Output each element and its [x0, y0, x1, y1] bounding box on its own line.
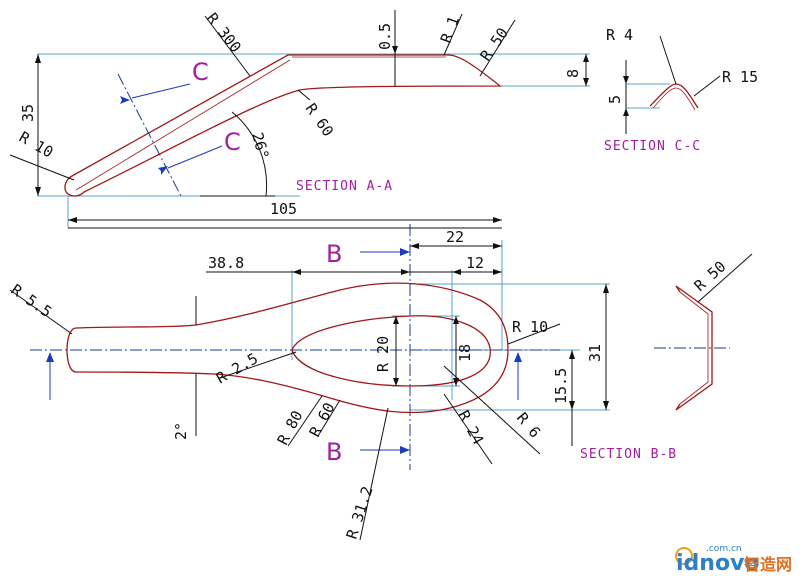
dim-26deg: 26°: [248, 130, 272, 161]
dim-35: 35: [19, 104, 37, 122]
plan-view: 22 38.8 12 B B R 5.5 R 10 R 20 18 15.5 3…: [8, 224, 610, 541]
dim-r60-plan: R 60: [306, 400, 339, 440]
dim-r15: R 15: [722, 68, 758, 86]
dim-105: 105: [270, 200, 297, 218]
spoon-outline: [66, 282, 509, 414]
dim-22: 22: [446, 228, 464, 246]
dim-r31-2: R 31.2: [343, 484, 377, 541]
dim-2deg: 2°: [172, 422, 190, 440]
dim-r5-5: R 5.5: [8, 281, 55, 322]
bowl-inner-outline: [291, 315, 491, 387]
dim-r10-tip: R 10: [512, 318, 548, 336]
dim-0-5: 0.5: [376, 23, 394, 50]
dim-31: 31: [586, 344, 604, 362]
dim-8: 8: [564, 69, 582, 78]
section-cc-title: SECTION C-C: [604, 139, 701, 154]
dim-15-5: 15.5: [552, 368, 570, 404]
section-bb-title: SECTION B-B: [580, 447, 677, 462]
dim-r20: R 20: [374, 336, 392, 372]
section-aa-view: R 300 0.5 R 1 R 50 8 35 R 10 R 60 26° 10…: [9, 9, 590, 228]
watermark-logo: idnovo 智造网 .com.cn: [675, 544, 792, 576]
dim-r24: R 24: [454, 407, 487, 447]
cut-letter-b-top: B: [326, 240, 342, 268]
dim-5: 5: [606, 95, 624, 104]
dim-r1: R 1: [437, 14, 463, 46]
section-bb-outline: [675, 285, 713, 411]
watermark-suffix: 智造网: [744, 555, 792, 574]
dim-r300: R 300: [203, 9, 245, 56]
watermark-brand: idnovo: [676, 551, 760, 576]
cut-letter-c-upper: C: [192, 58, 209, 86]
section-aa-outline: [64, 54, 502, 197]
dim-r80: R 80: [274, 408, 307, 448]
section-aa-title: SECTION A-A: [296, 179, 393, 194]
dim-r60-top: R 60: [302, 100, 337, 140]
dim-r4: R 4: [606, 26, 633, 44]
dim-r50-top: R 50: [477, 24, 512, 64]
dim-12: 12: [466, 254, 484, 272]
cut-letter-b-bottom: B: [326, 438, 342, 466]
watermark-domain: .com.cn: [706, 544, 742, 554]
dim-r50-bb: R 50: [691, 257, 730, 295]
dim-r6: R 6: [513, 409, 544, 441]
dim-r2-5: R 2.5: [213, 349, 261, 387]
dim-38-8: 38.8: [208, 254, 244, 272]
dim-r10-left: R 10: [16, 128, 56, 162]
section-cc-outline: [649, 83, 699, 109]
section-cc-view: R 4 R 15 5 SECTION C-C: [604, 26, 758, 154]
cut-letter-c-lower: C: [224, 128, 241, 156]
dim-18: 18: [456, 344, 474, 362]
